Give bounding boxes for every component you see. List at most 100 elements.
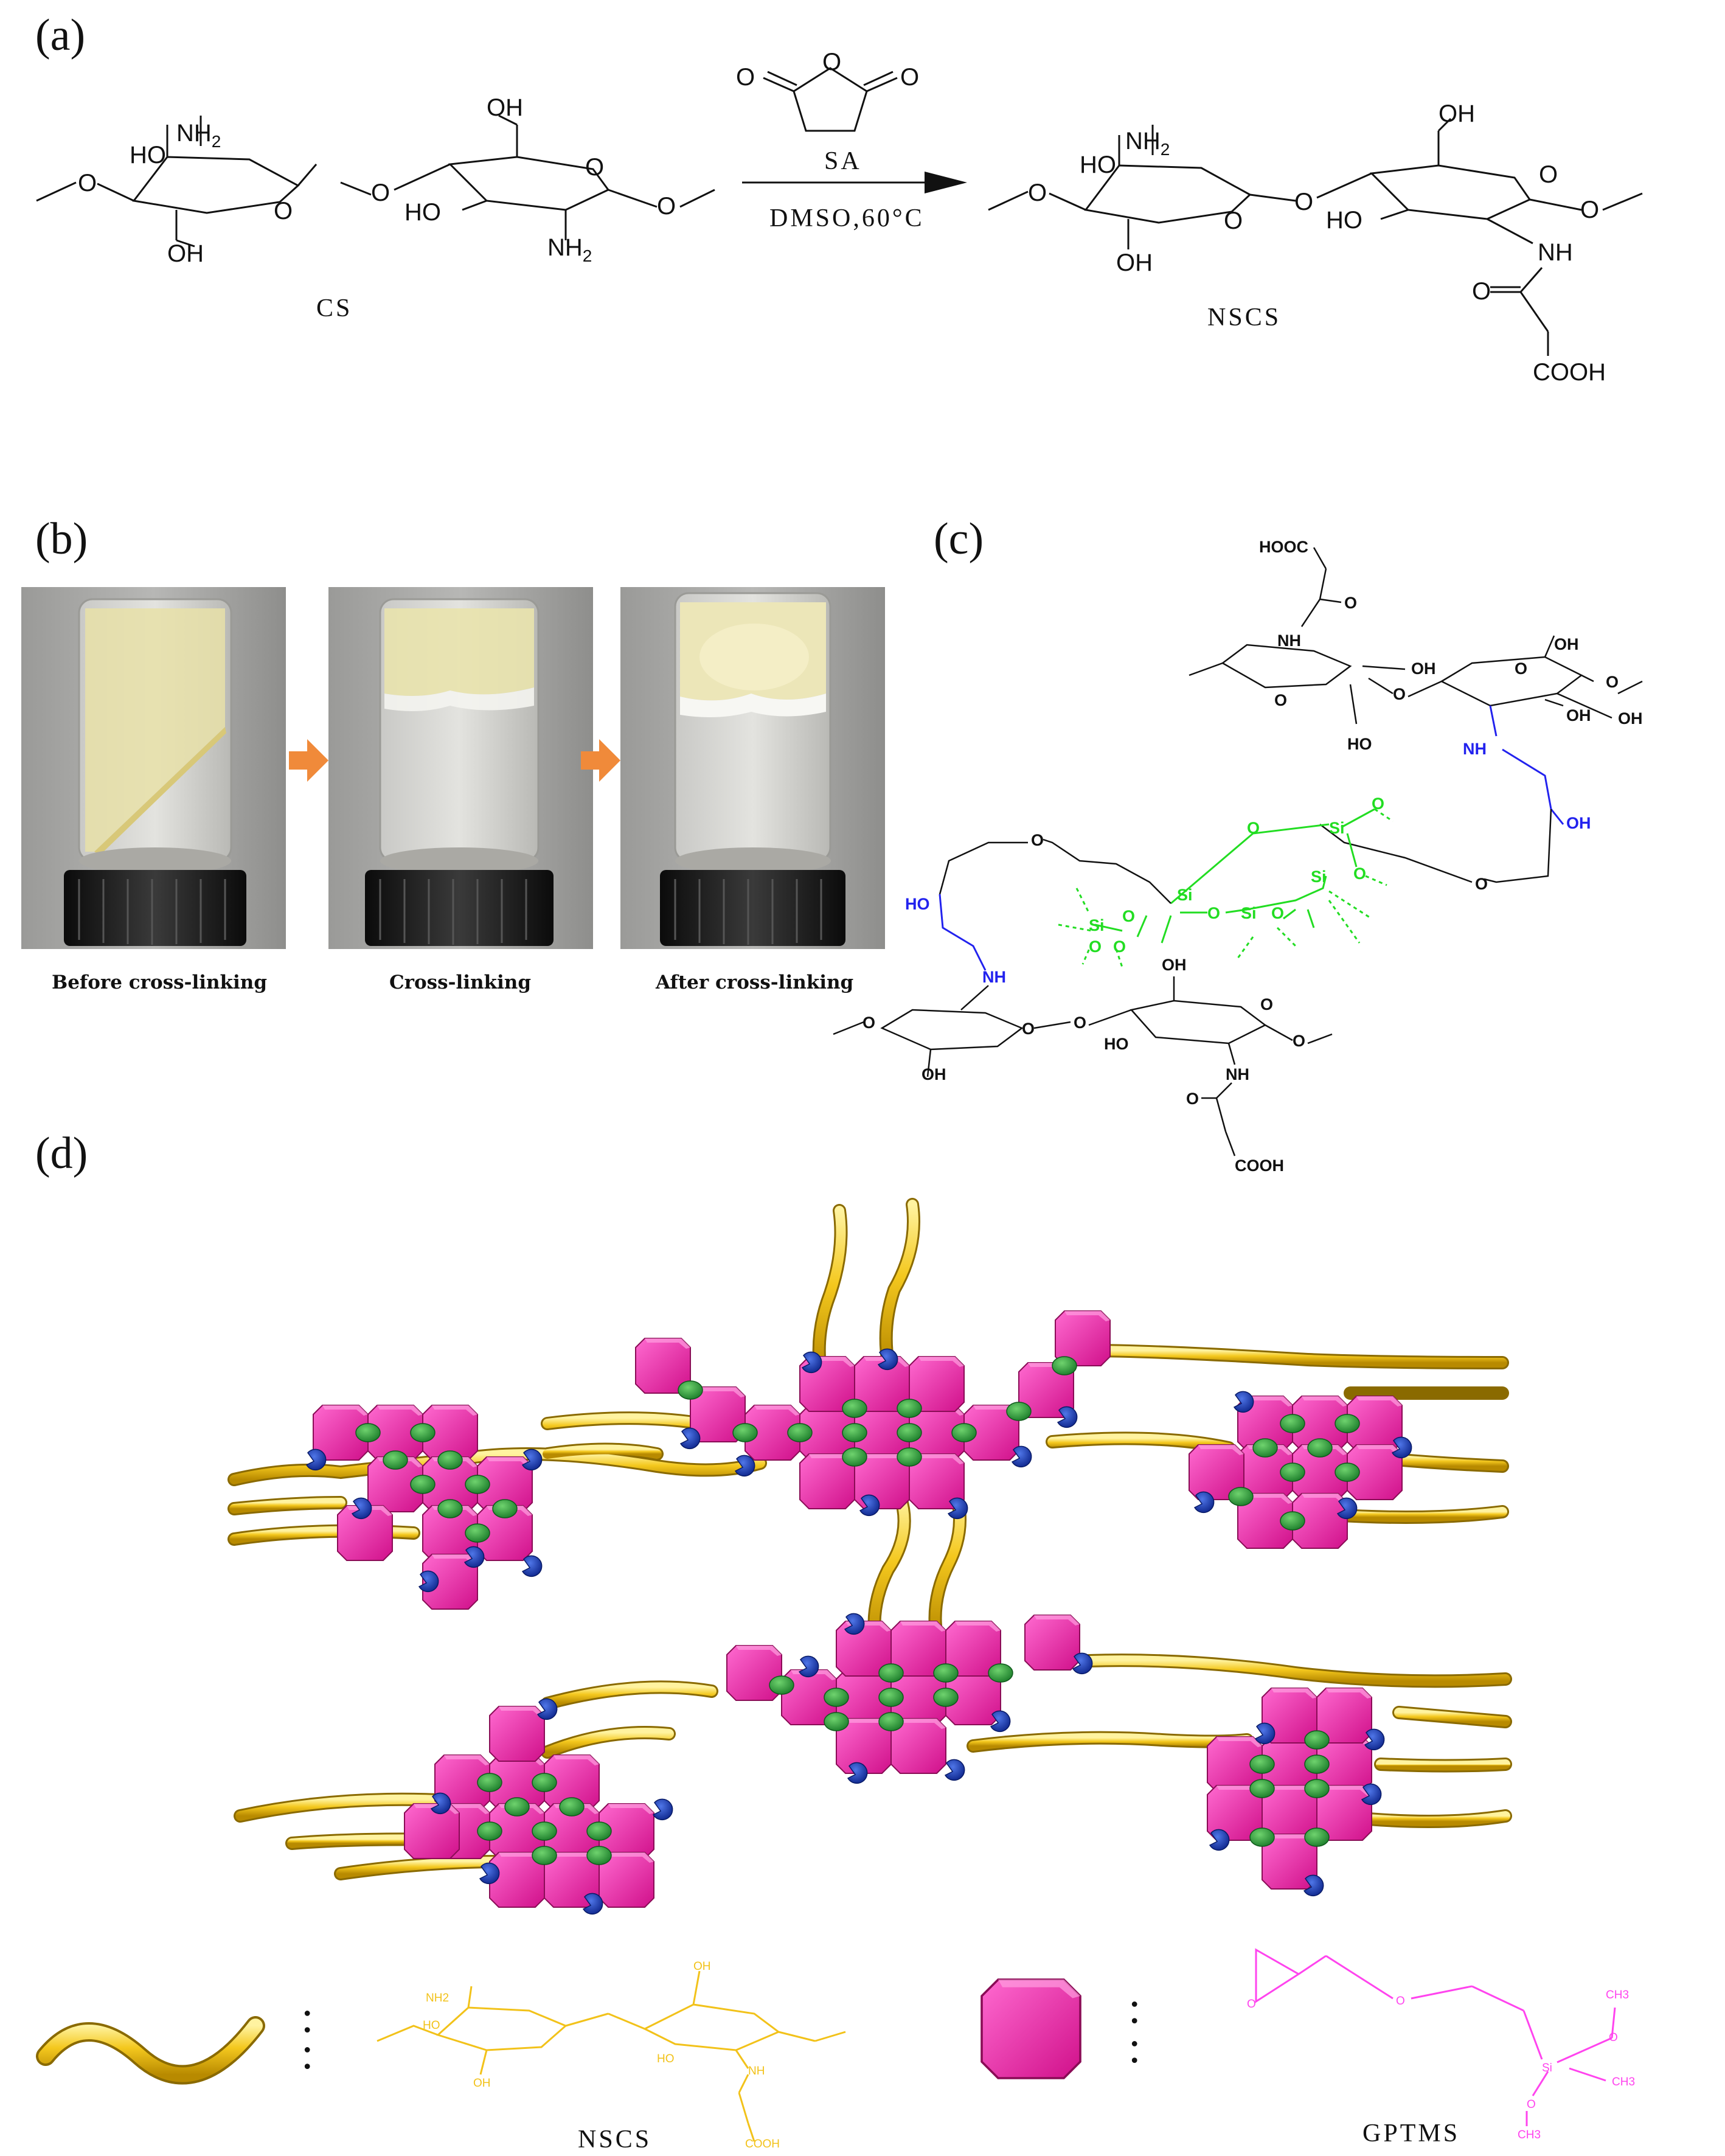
sa-label: SA: [824, 147, 862, 175]
arrow-1-icon: [289, 739, 328, 782]
legend-nscs-name: NSCS: [578, 2126, 651, 2154]
c-o-ring1-bottom: O: [1022, 1020, 1035, 1038]
cs-oh1: OH: [167, 240, 204, 267]
panel-c-label: (c): [934, 514, 984, 564]
legend-ch3-3: CH3: [1518, 2129, 1541, 2141]
block-symbol-icon: [981, 1978, 1081, 2079]
nscs-label: NSCS: [1207, 304, 1281, 332]
c-hooc: HOOC: [1259, 538, 1308, 556]
cs-ring1-o: O: [274, 198, 293, 224]
legend-nscs-structure: [377, 1970, 846, 2142]
c-o-carbonyl-top: O: [1344, 594, 1357, 612]
nscs-nh2: NH2: [1125, 128, 1170, 159]
cs-glyco-o: O: [371, 179, 390, 206]
panel-a-label: (a): [35, 10, 85, 60]
c-si-2: Si: [1311, 868, 1327, 886]
c-si-1: Si: [1329, 819, 1345, 837]
c-o-ring2-top: O: [1515, 659, 1527, 678]
c-si-o6: O: [1122, 907, 1135, 925]
c-oh-top3: OH: [1618, 709, 1643, 728]
nscs-o-right: O: [1580, 196, 1599, 223]
c-ho-bottom: HO: [1104, 1035, 1129, 1053]
c-si-3: Si: [1177, 886, 1193, 904]
legend-ch3-1: CH3: [1606, 1989, 1629, 2001]
legend-gptms-structure: [1255, 1948, 1616, 2126]
c-glyco-o-bottom: O: [1074, 1014, 1086, 1032]
sa-reagent: O O O SA: [736, 49, 919, 175]
c-si-o8: O: [1113, 937, 1126, 956]
nscs-ho2: HO: [1326, 207, 1362, 234]
legend-sep-2b: :: [1128, 2023, 1141, 2073]
cs-label: CS: [316, 294, 352, 322]
nscs-ring2-o: O: [1539, 161, 1558, 188]
nscs-ring1-o: O: [1224, 207, 1243, 234]
legend-gptms-name: GPTMS: [1362, 2119, 1460, 2147]
c-si-o7: O: [1089, 937, 1102, 956]
sa-ring-o: O: [822, 49, 841, 75]
c-o-ring2-bottom: O: [1260, 995, 1273, 1014]
c-si-4: Si: [1241, 904, 1257, 922]
legend-sep-1b: :: [301, 2029, 314, 2079]
panel-b-photos: Before cross-linking Cross-linking After…: [21, 587, 885, 993]
sa-o-left: O: [736, 64, 755, 91]
cs-o-left: O: [78, 170, 97, 196]
nscs-oh2: OH: [1439, 100, 1475, 127]
legend-oh1: OH: [473, 2077, 491, 2090]
cs-structure: O O HO NH2 OH O O OH HO NH2: [36, 94, 715, 322]
cs-o-right: O: [657, 193, 676, 220]
c-si-o5: O: [1271, 904, 1284, 922]
c-o-right-bottom: O: [1293, 1032, 1305, 1050]
nscs-ho1: HO: [1080, 151, 1116, 178]
legend-gptms-o2: O: [1609, 2031, 1618, 2044]
c-oh-bottom2: OH: [1162, 956, 1187, 974]
panel-d-network: [227, 1198, 1512, 1915]
nscs-nh: NH: [1538, 239, 1573, 266]
arrow-2-icon: [581, 739, 620, 782]
legend: : : NH2 HO OH OH HO NH COOH: [36, 1948, 1635, 2154]
c-oh-bottom1: OH: [922, 1065, 946, 1083]
c-glyco-o-top: O: [1393, 685, 1406, 703]
nscs-glyco-o: O: [1294, 189, 1313, 215]
reaction-conditions: DMSO,60°C: [769, 204, 925, 232]
c-si-o4: O: [1207, 904, 1220, 922]
cs-ring2-o: O: [585, 154, 604, 181]
sa-o-right: O: [900, 64, 919, 91]
c-o-carbonyl-bottom: O: [1186, 1090, 1199, 1108]
cs-oh2: OH: [487, 94, 523, 121]
photo-after-crosslinking: [620, 587, 885, 949]
legend-ho1: HO: [423, 2019, 440, 2032]
nscs-structure: O O HO NH2 OH O O OH HO O NH: [988, 100, 1643, 386]
caption-crosslinking: Cross-linking: [389, 972, 531, 993]
cs-nh2-2: NH2: [547, 234, 592, 265]
c-oh-top4: OH: [1566, 706, 1591, 725]
legend-oh2: OH: [693, 1960, 711, 1973]
cs-ho1: HO: [130, 142, 166, 169]
caption-before: Before cross-linking: [52, 972, 267, 993]
silica-network: [1058, 808, 1394, 968]
panel-c-structure: HOOC O NH O OH HO O O OH O OH OH NH OH O: [833, 538, 1643, 1175]
c-ho-top: HO: [1347, 735, 1372, 753]
c-ho-linker-bottom: HO: [905, 895, 930, 913]
c-oh-top1: OH: [1411, 659, 1436, 678]
c-nh-top: NH: [1277, 631, 1301, 650]
photo-before-crosslinking: [21, 587, 286, 949]
legend-sep-2: :: [1128, 1983, 1141, 2033]
c-nh-bottom: NH: [1226, 1065, 1249, 1083]
panel-d-label: (d): [35, 1128, 88, 1178]
cs-nh2-1: NH2: [176, 120, 221, 151]
legend-gptms-o3: O: [1527, 2098, 1536, 2111]
c-si-5: Si: [1089, 916, 1105, 934]
legend-epoxy-o: O: [1247, 1998, 1256, 2011]
c-oh-top2: OH: [1554, 635, 1579, 653]
c-ether-o-left: O: [1031, 831, 1044, 849]
nscs-carbonyl-o: O: [1472, 278, 1491, 305]
panel-b-label: (b): [35, 514, 88, 564]
c-o-right-top: O: [1606, 673, 1619, 691]
legend-ho2: HO: [657, 2053, 675, 2065]
nscs-o-left: O: [1028, 179, 1047, 206]
cs-ho2: HO: [404, 199, 441, 226]
legend-gptms-o1: O: [1396, 1995, 1405, 2008]
legend-nscs-labels: NH2 HO OH OH HO NH COOH: [423, 1960, 780, 2151]
c-si-o3: O: [1353, 864, 1366, 883]
